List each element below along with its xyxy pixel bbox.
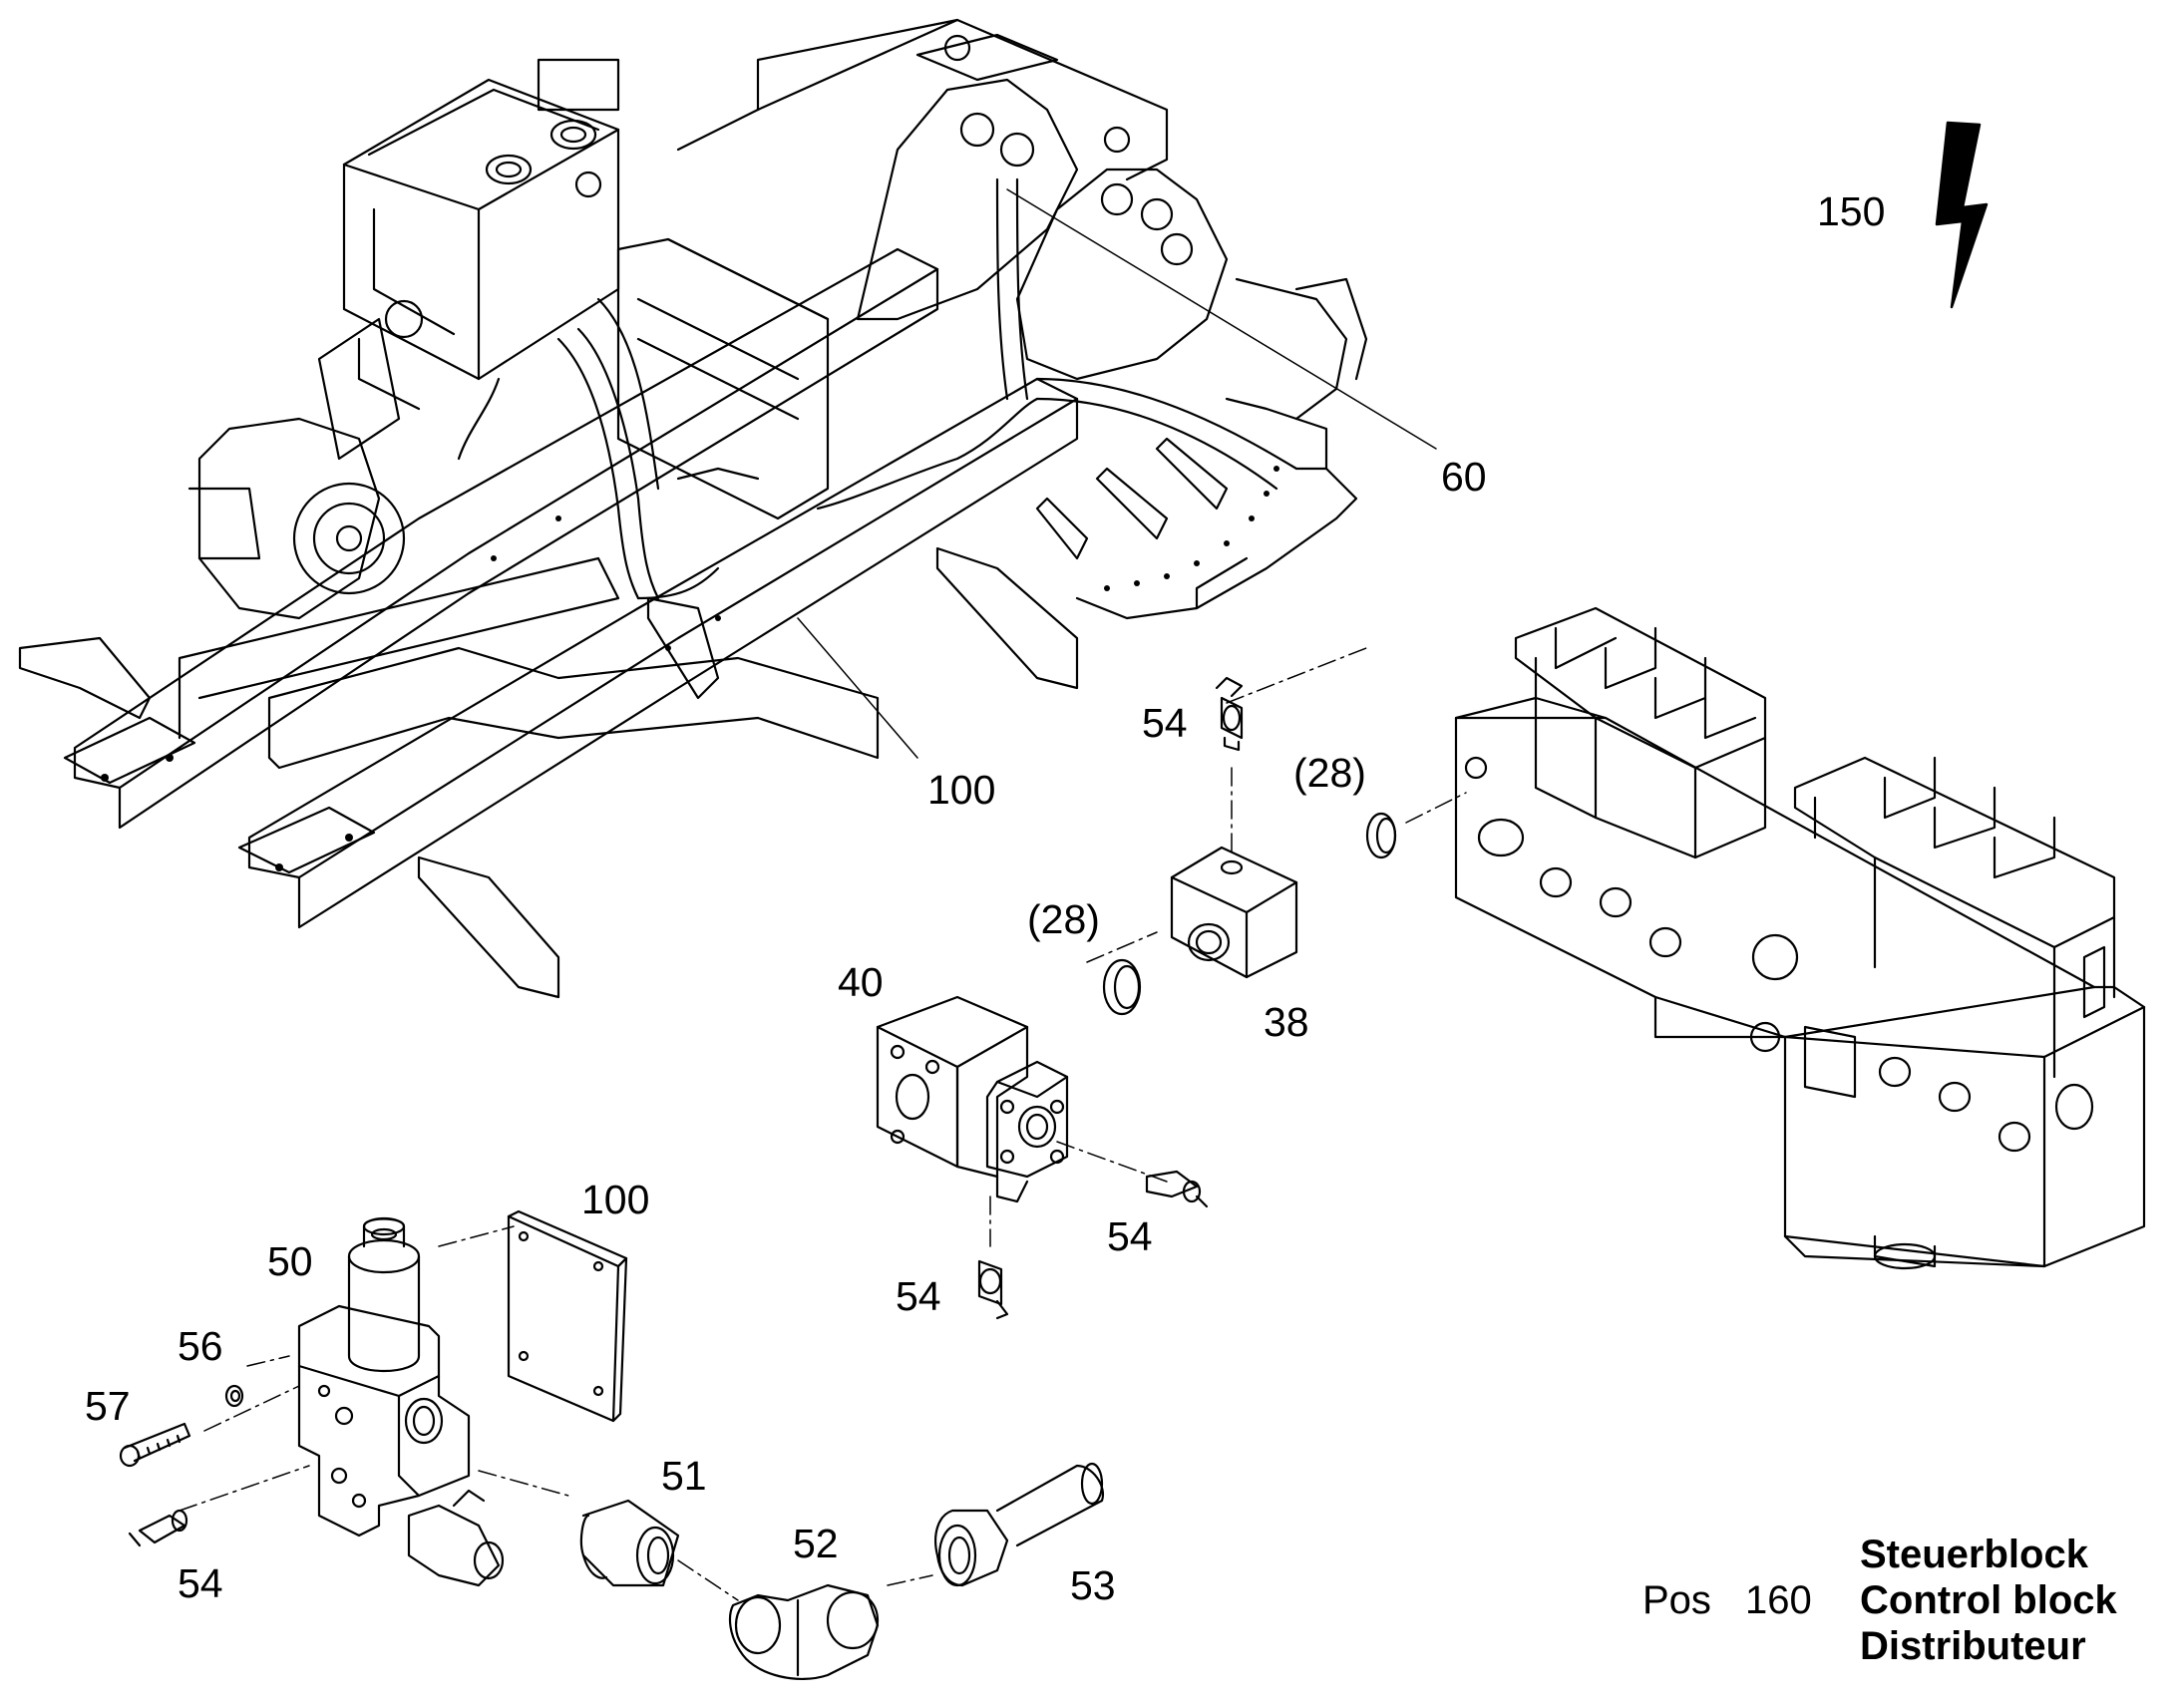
callout-28-upper: (28): [1293, 750, 1366, 796]
o-ring-28-upper: [1365, 812, 1397, 859]
gasket-plate-100: [507, 1209, 628, 1423]
callout-54-top: 54: [1142, 700, 1188, 746]
chassis-frame: [18, 18, 1368, 999]
callout-57: 57: [85, 1383, 131, 1429]
callout-60: 60: [1441, 454, 1487, 500]
fitting-54-right: [1145, 1170, 1209, 1208]
callout-38: 38: [1264, 999, 1309, 1045]
callout-54-bottom: 54: [896, 1273, 941, 1319]
leader-60: [1006, 188, 1437, 450]
flange-38: [1170, 846, 1298, 979]
adapter-51: [579, 1499, 680, 1587]
solenoid-valve-50: [297, 1216, 505, 1587]
pos-number: 160: [1745, 1578, 1812, 1622]
callout-54-right: 54: [1107, 1213, 1153, 1259]
callout-150: 150: [1817, 188, 1886, 234]
callout-28-lower: (28): [1027, 896, 1100, 942]
elbow-52: [728, 1583, 880, 1680]
control-block-assembly: [1454, 606, 2146, 1270]
fitting-54-left: [128, 1509, 188, 1547]
dash-chain-lines: [179, 647, 1467, 1601]
bolt-57: [119, 1422, 191, 1468]
callout-100-gasket: 100: [581, 1177, 650, 1222]
part-name-english: Control block: [1860, 1578, 2117, 1622]
callout-100-chassis: 100: [927, 767, 996, 813]
title-block: Pos 160 Steuerblock Control block Distri…: [1635, 1529, 2174, 1678]
part-name-german: Steuerblock: [1860, 1533, 2088, 1576]
callout-51: 51: [661, 1453, 707, 1499]
callout-40: 40: [838, 959, 884, 1005]
callout-52: 52: [793, 1521, 839, 1566]
washer-56: [224, 1384, 244, 1408]
hose-fitting-53: [934, 1462, 1105, 1587]
fitting-54-bottom: [977, 1259, 1009, 1320]
o-ring-28-lower: [1102, 958, 1142, 1016]
leader-100: [797, 617, 918, 759]
callout-50: 50: [267, 1238, 313, 1284]
part-name-french: Distributeur: [1860, 1624, 2086, 1668]
block-40: [876, 995, 1069, 1203]
callout-56: 56: [178, 1323, 223, 1369]
lightning-bolt-icon: [1935, 121, 1989, 309]
callout-53: 53: [1070, 1562, 1116, 1608]
engine-block: [187, 58, 1039, 620]
fitting-54-top: [1215, 676, 1244, 752]
callout-54-left: 54: [178, 1560, 223, 1606]
pos-label: Pos: [1642, 1578, 1711, 1622]
